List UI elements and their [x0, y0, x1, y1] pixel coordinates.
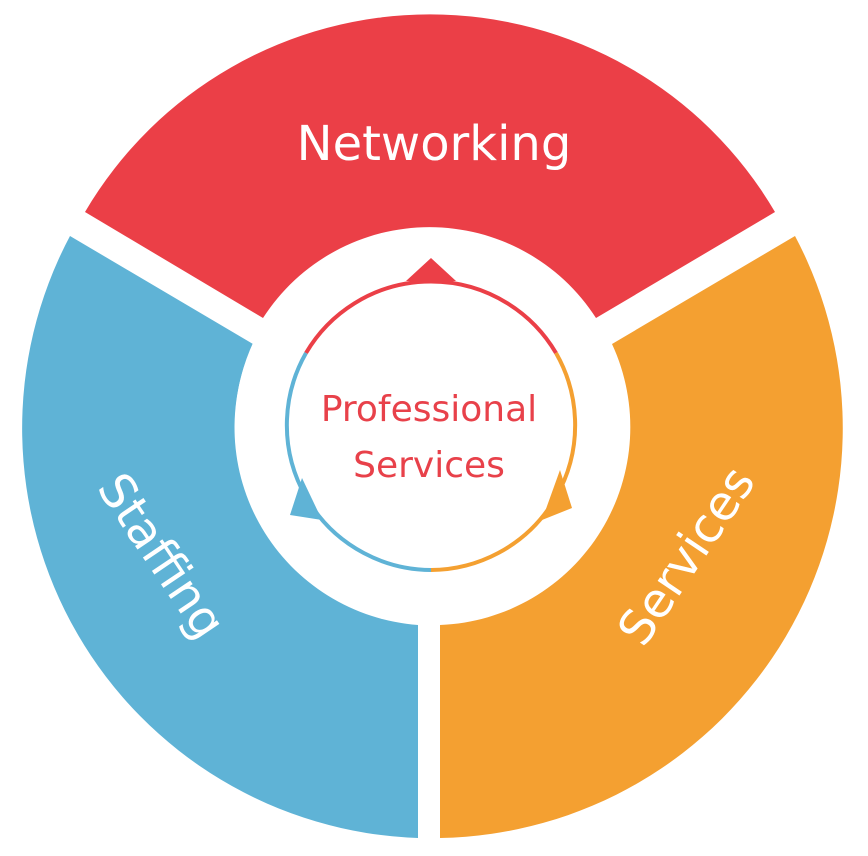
- segment-services: [440, 236, 843, 838]
- arrowhead-staffing: [290, 478, 322, 520]
- center-label-line1: Professional: [321, 389, 537, 430]
- arrowhead-networking: [406, 258, 456, 281]
- inner-arc-networking: [304, 279, 558, 355]
- arrowhead-services: [542, 470, 572, 520]
- segment-networking: [85, 14, 775, 319]
- segment-label-networking: Networking: [297, 116, 572, 172]
- center-disc: [235, 229, 627, 621]
- center-label-line2: Services: [353, 445, 505, 486]
- segment-staffing: [22, 236, 418, 838]
